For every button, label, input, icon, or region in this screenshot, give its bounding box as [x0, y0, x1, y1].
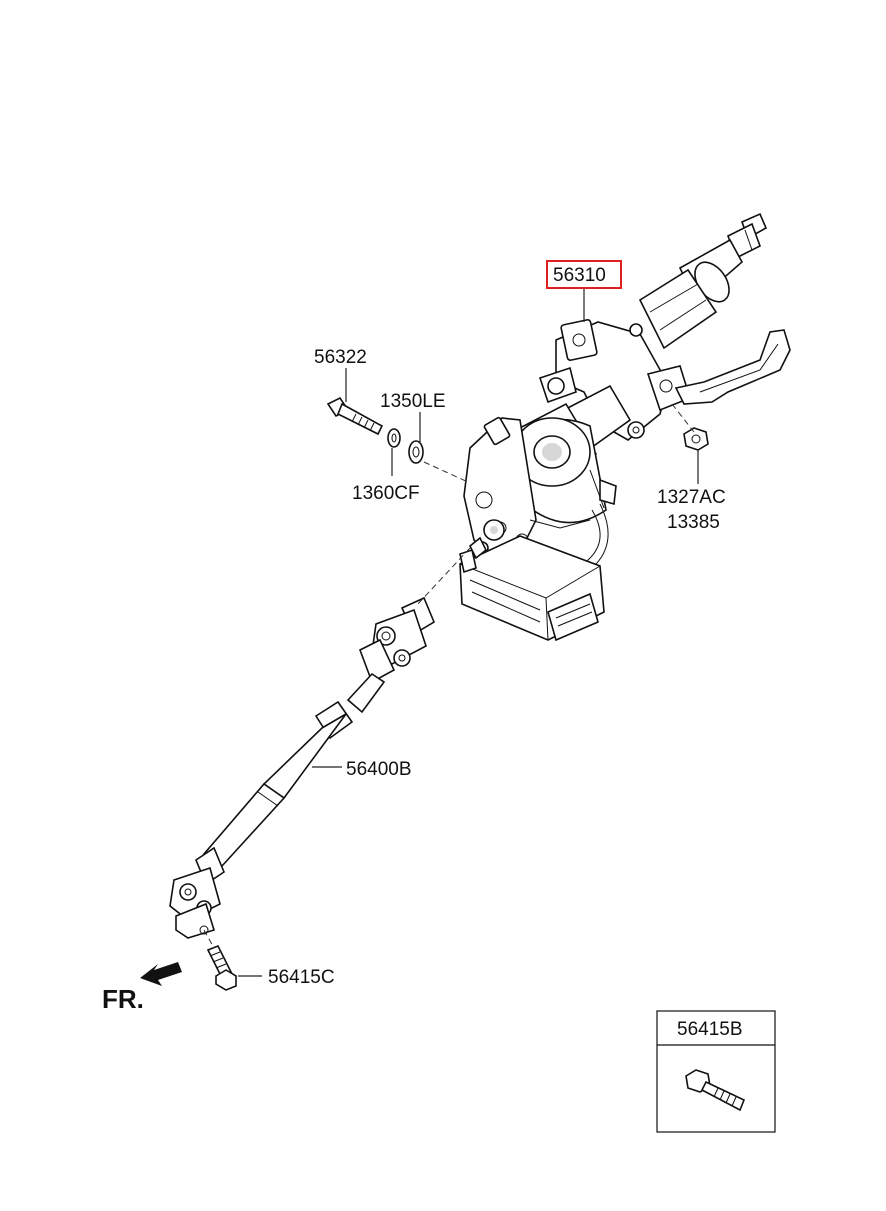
label-56400b[interactable]: 56400B [346, 759, 412, 780]
steering-column-assembly[interactable] [459, 212, 791, 642]
column-output-stub [468, 536, 488, 560]
lower-universal-joint [169, 846, 225, 939]
lower-bolt[interactable] [206, 944, 237, 991]
washer-large[interactable] [408, 440, 424, 464]
label-56322[interactable]: 56322 [314, 347, 367, 368]
inset-bolt [685, 1069, 746, 1112]
label-56415c[interactable]: 56415C [268, 967, 335, 988]
label-1360cf[interactable]: 1360CF [352, 483, 420, 504]
eps-control-module [459, 535, 605, 642]
hex-nut[interactable] [683, 427, 709, 451]
column-upper-tube [638, 238, 744, 350]
washer-small[interactable] [387, 428, 401, 448]
label-1350le[interactable]: 1350LE [380, 391, 446, 412]
intermediate-shaft[interactable] [169, 596, 436, 939]
highlight-box [546, 260, 622, 289]
column-mounting-bracket [538, 319, 691, 441]
part-labels: 56310 56322 1350LE 1360CF 1327AC 13385 5… [268, 260, 726, 988]
eps-motor [513, 417, 607, 524]
inset-title: 56415B [677, 1019, 743, 1040]
leader-lines [238, 288, 699, 977]
front-label: FR. [102, 984, 144, 1014]
front-indicator: FR. [102, 962, 182, 1014]
upper-universal-joint [358, 596, 436, 684]
label-1327ac[interactable]: 1327AC [657, 487, 726, 508]
telescoping-shaft [202, 672, 386, 868]
inset-box-56415b[interactable]: 56415B [656, 1010, 776, 1133]
label-13385[interactable]: 13385 [667, 512, 720, 533]
label-56310[interactable]: 56310 [553, 265, 606, 286]
tilt-lever [674, 329, 791, 405]
assembly-center-lines [203, 403, 695, 949]
upper-bolt[interactable] [326, 396, 384, 436]
front-arrow-icon [140, 962, 182, 986]
